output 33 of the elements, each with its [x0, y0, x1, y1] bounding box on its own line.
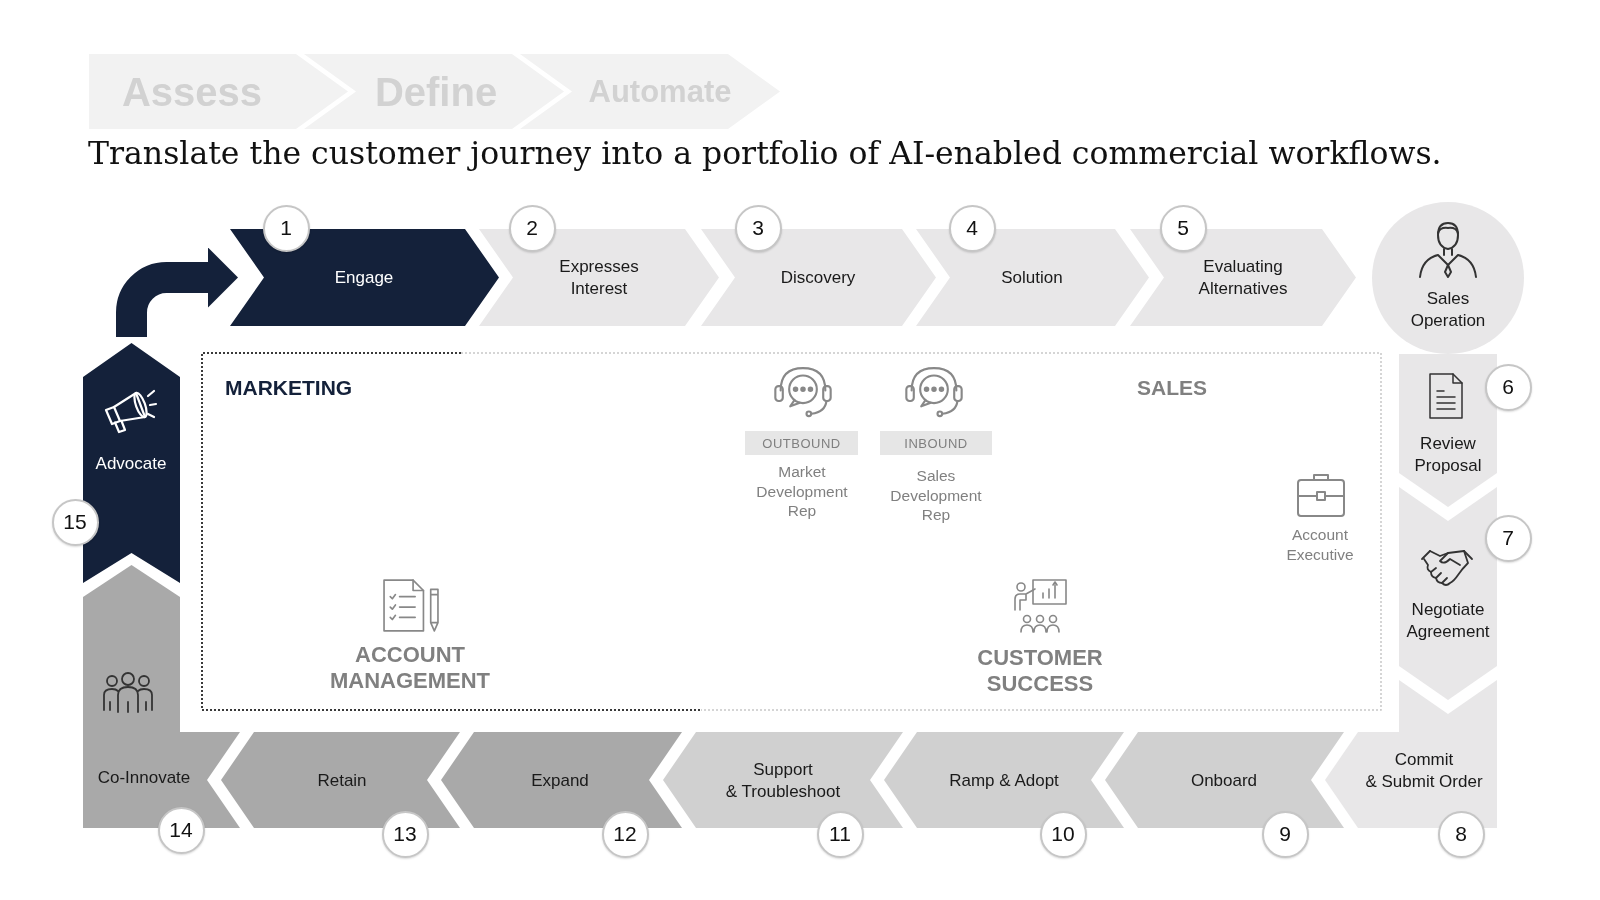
- section-heading: ACCOUNT MANAGEMENT: [329, 642, 491, 694]
- section-heading: SALES: [1137, 376, 1207, 400]
- step-label: Negotiate Agreement: [1406, 599, 1490, 643]
- channel-tag: INBOUND: [880, 431, 992, 455]
- step-label: Advocate: [95, 453, 167, 475]
- step-label: Expresses Interest: [559, 256, 639, 300]
- step-number: 5: [1159, 204, 1207, 252]
- step-label: Ramp & Adopt: [949, 770, 1059, 792]
- step-label: Commit & Submit Order: [1365, 749, 1483, 793]
- section-heading: CUSTOMER SUCCESS: [977, 645, 1103, 697]
- step-number: 1: [262, 204, 310, 252]
- curved-arrow: [116, 247, 238, 337]
- step-label: Solution: [1001, 267, 1063, 289]
- channel-tag: OUTBOUND: [745, 431, 858, 455]
- step-number: 4: [948, 204, 996, 252]
- role-label: Account Executive: [1286, 524, 1354, 564]
- role-label: Market Development Rep: [756, 461, 848, 521]
- step-label: Discovery: [780, 267, 856, 289]
- step-label: Review Proposal: [1414, 433, 1482, 477]
- step-label: Sales Operation: [1410, 288, 1486, 332]
- diagram-title: Translate the customer journey into a portfolio of AI-enabled commercial workflows.: [88, 134, 1442, 173]
- step-label: Onboard: [1190, 770, 1258, 792]
- step-number: 3: [734, 204, 782, 252]
- step-label: Support & Troubleshoot: [725, 759, 841, 803]
- step-label: Retain: [317, 770, 367, 792]
- step-label: Evaluating Alternatives: [1198, 256, 1288, 300]
- step-label: Engage: [334, 267, 394, 289]
- step-number: 15: [51, 498, 99, 546]
- section-heading: MARKETING: [225, 376, 353, 400]
- step-number: 2: [508, 204, 556, 252]
- step-label: Expand: [531, 770, 589, 792]
- role-label: Sales Development Rep: [890, 465, 982, 525]
- step-label: Co-Innovate: [97, 767, 191, 789]
